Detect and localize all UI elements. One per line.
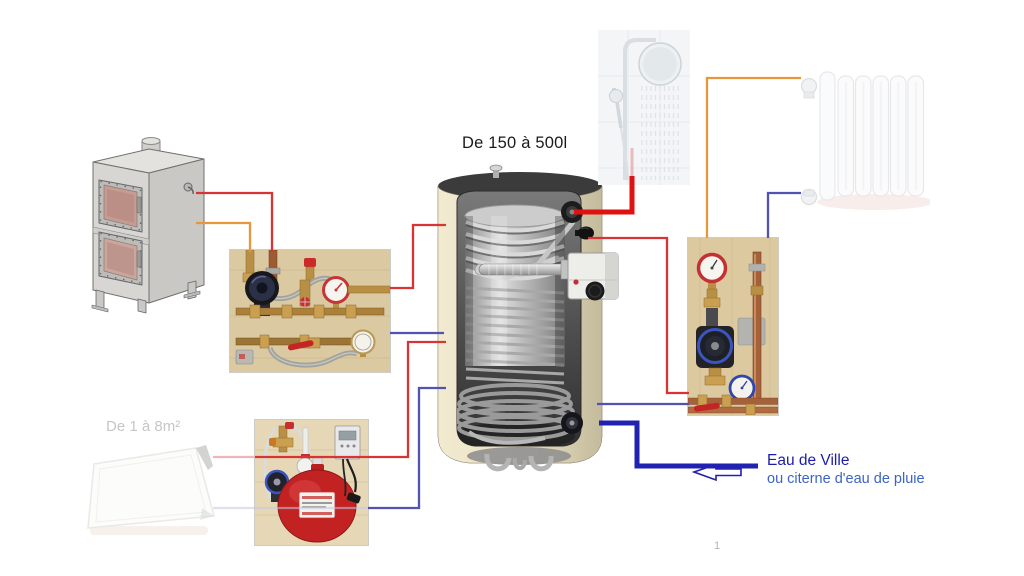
page-number: 1 <box>714 540 721 552</box>
solar-station-photo <box>255 420 368 545</box>
radiator-image <box>800 62 930 210</box>
cold-water-port <box>561 412 583 434</box>
solar-panel-image <box>82 428 220 546</box>
blue-gauge <box>728 374 756 402</box>
shower-photo <box>598 30 690 185</box>
boiler-pump-group-photo <box>230 250 390 372</box>
pipe-boiler-flow <box>196 191 274 252</box>
heating-pump-group-photo <box>688 238 778 415</box>
flow-direction-arrow <box>691 463 742 482</box>
mid-coil <box>465 286 565 385</box>
pipe-radiator-flow <box>705 76 801 238</box>
wood-stove-image <box>80 135 205 315</box>
buffer-tank-drawing <box>437 164 619 472</box>
heating-pump <box>696 326 734 368</box>
solar-station-image <box>255 420 368 545</box>
stove-drawing <box>91 137 205 314</box>
solar-area-label: De 1 à 8m² <box>106 418 181 435</box>
water-alt-label: ou citerne d'eau de pluie <box>767 471 925 488</box>
water-supply-label: Eau de Ville ou citerne d'eau de pluie <box>767 451 925 489</box>
radiator-photo <box>800 62 930 210</box>
buffer-tank-image <box>435 160 625 472</box>
water-main-label: Eau de Ville <box>767 452 850 469</box>
thermometer-gauge <box>696 252 728 290</box>
tank-capacity-label: De 150 à 500l <box>462 134 568 152</box>
expansion-vessel <box>277 457 357 543</box>
heating-pump-group-image <box>688 238 778 415</box>
boiler-pump-group-image <box>230 250 390 372</box>
hot-water-port <box>561 201 583 223</box>
shower-image <box>598 30 690 185</box>
solar-controller <box>334 425 361 460</box>
solar-collector-drawing <box>87 445 215 535</box>
pipe-radiator-return <box>766 191 801 238</box>
black-valve-knob <box>575 226 594 240</box>
